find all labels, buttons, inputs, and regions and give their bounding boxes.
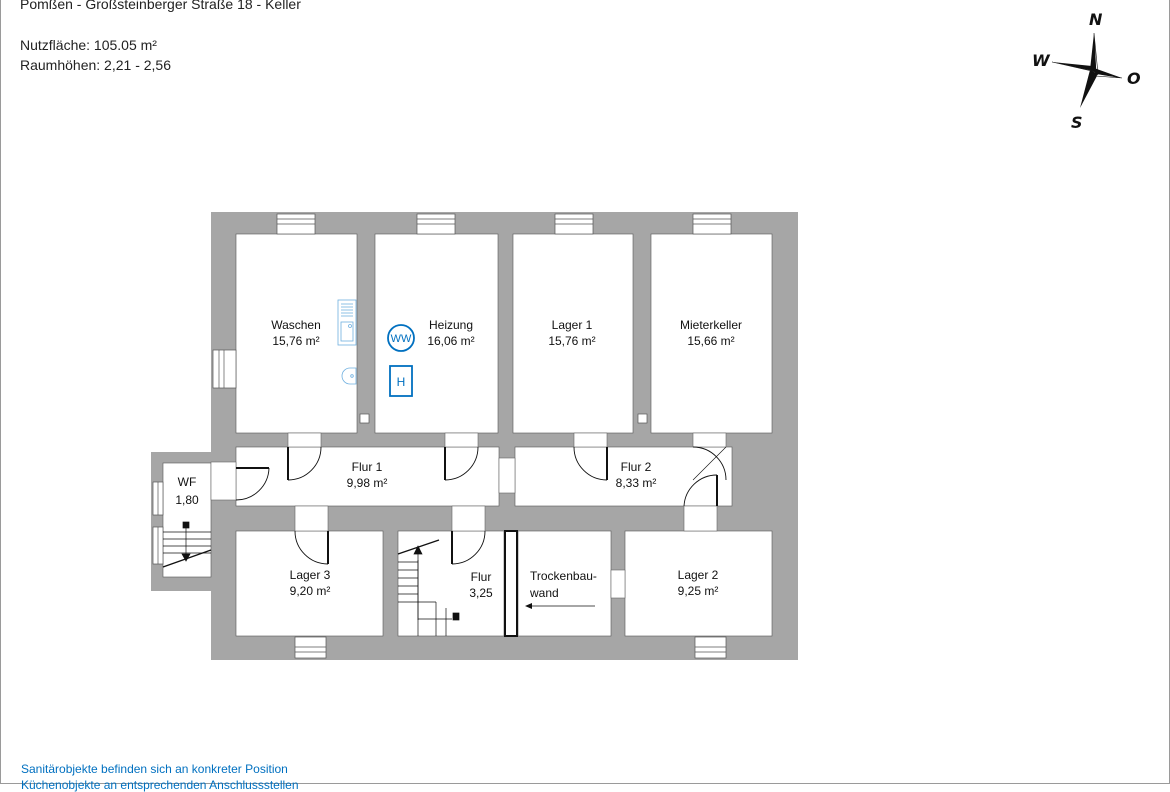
opening-flur1-flur2 (498, 457, 516, 494)
area-lager2: 9,25 m² (678, 584, 719, 598)
compass-n: N (1089, 10, 1103, 29)
sink-icon (337, 299, 357, 346)
wash-basin-icon (341, 367, 357, 385)
windows-side (152, 349, 727, 659)
compass-o: O (1127, 69, 1141, 88)
label-mieterkeller: Mieterkeller (680, 318, 742, 332)
drywall-element (504, 530, 518, 637)
room-flur1 (235, 446, 500, 507)
opening-flur (451, 505, 486, 532)
label-waschen: Waschen (271, 318, 321, 332)
room-heights: Raumhöhen: 2,21 - 2,56 (20, 57, 171, 73)
compass-s: S (1071, 113, 1083, 132)
room-trockenbau (517, 530, 612, 637)
pillar-left (359, 413, 370, 424)
room-flur2 (514, 446, 733, 507)
area-flur2: 8,33 m² (616, 476, 657, 490)
room-lager2 (624, 530, 773, 637)
boiler-label: WW (391, 333, 412, 345)
boiler-icon (387, 324, 415, 352)
label-flur2: Flur 2 (621, 460, 652, 474)
stairs-flur (397, 539, 460, 636)
note-sanitary: Sanitärobjekte befinden sich an konkrete… (21, 762, 288, 776)
heater-label: H (397, 375, 406, 389)
area-waschen: 15,76 m² (272, 334, 319, 348)
opening-wf-flur1 (210, 461, 237, 501)
area-flur1: 9,98 m² (347, 476, 388, 490)
area-lager3: 9,20 m² (290, 584, 331, 598)
area-heizung: 16,06 m² (427, 334, 474, 348)
label-lager1: Lager 1 (552, 318, 593, 332)
label-flur: Flur (471, 570, 492, 584)
area-mieterkeller: 15,66 m² (687, 334, 734, 348)
compass-w: W (1032, 51, 1051, 70)
opening-heizung (444, 432, 479, 448)
label-lager3: Lager 3 (290, 568, 331, 582)
label-flur1: Flur 1 (352, 460, 383, 474)
room-heizung (374, 233, 499, 434)
pillar-right (637, 413, 648, 424)
room-lager3 (235, 530, 384, 637)
heater-icon (389, 365, 413, 397)
area-flur: 3,25 (469, 586, 493, 600)
windows-top (276, 213, 732, 235)
opening-lager3 (294, 505, 329, 532)
plan-title: Pomßen - Großsteinberger Straße 18 - Kel… (20, 0, 301, 12)
stairs-wf (162, 521, 212, 568)
opening-trockenbau-lager2 (610, 569, 626, 599)
drywall-arrow (525, 603, 595, 609)
usable-area: Nutzfläche: 105.05 m² (20, 37, 157, 53)
doors (235, 446, 727, 565)
label-heizung: Heizung (429, 318, 473, 332)
note-kitchen: Küchenobjekte an entsprechenden Anschlus… (21, 778, 299, 792)
area-lager1: 15,76 m² (548, 334, 595, 348)
compass-rose-icon: N W O S (1032, 10, 1141, 132)
room-mieterkeller (650, 233, 773, 434)
opening-waschen (287, 432, 322, 448)
opening-lager1 (573, 432, 608, 448)
area-wf: 1,80 (175, 493, 199, 507)
label-trockenbau-line1: Trockenbau- (530, 569, 597, 583)
label-trockenbau-line2: wand (529, 586, 559, 600)
opening-lager2 (683, 505, 718, 532)
opening-mieterkeller (692, 432, 727, 448)
label-wf: WF (178, 475, 197, 489)
room-waschen (235, 233, 358, 434)
label-lager2: Lager 2 (678, 568, 719, 582)
